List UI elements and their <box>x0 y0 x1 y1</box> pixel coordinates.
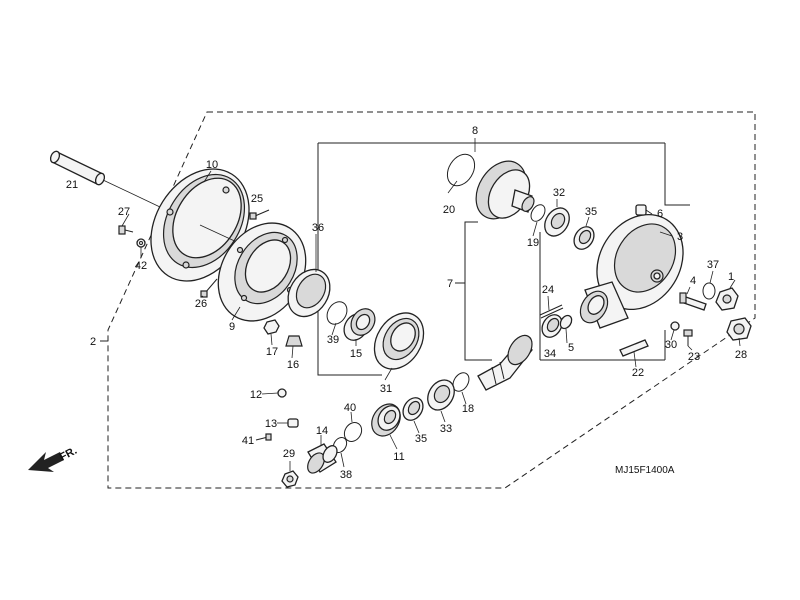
bracket-7 <box>464 221 492 361</box>
bracket-36 <box>317 143 382 376</box>
washer-37 <box>702 282 716 300</box>
callout-20: 20 <box>443 204 455 216</box>
bolt-13 <box>287 418 299 428</box>
callout-28: 28 <box>735 349 747 361</box>
callout-15: 15 <box>350 348 362 360</box>
callout-35-upper: 35 <box>585 206 597 218</box>
callout-41: 41 <box>242 435 254 447</box>
callout-33: 33 <box>440 423 452 435</box>
seal-36 <box>287 268 331 318</box>
spline-gear-11 <box>371 403 401 437</box>
circlip-8 <box>446 138 476 187</box>
callout-18: 18 <box>462 403 474 415</box>
callout-38: 38 <box>340 469 352 481</box>
callout-26: 26 <box>195 298 207 310</box>
key-22 <box>619 339 649 357</box>
leader-lines <box>121 170 741 471</box>
callout-3: 3 <box>677 231 683 243</box>
callout-35-lower: 35 <box>415 433 427 445</box>
cover-ring-10 <box>150 168 266 282</box>
callout-14: 14 <box>316 425 328 437</box>
collar-14 <box>307 443 338 474</box>
collar-15 <box>343 308 376 341</box>
callout-34: 34 <box>544 348 556 360</box>
callout-12: 12 <box>250 389 262 401</box>
callout-39: 39 <box>327 334 339 346</box>
gear-case-3 <box>579 213 684 329</box>
washer-42 <box>136 238 146 248</box>
callout-6: 6 <box>657 208 663 220</box>
nut-5 <box>559 314 573 330</box>
callout-4: 4 <box>690 275 696 287</box>
callout-37: 37 <box>707 259 719 271</box>
callout-27: 27 <box>118 206 130 218</box>
callout-17: 17 <box>266 346 278 358</box>
callout-31: 31 <box>380 383 392 395</box>
brake-panel-9 <box>217 222 307 322</box>
callout-25: 25 <box>251 193 263 205</box>
callout-10: 10 <box>206 159 218 171</box>
washer-30 <box>670 321 680 331</box>
nut-29 <box>281 470 299 488</box>
seal-35-lower <box>402 397 424 421</box>
callout-22: 22 <box>632 367 644 379</box>
bracket-3 <box>664 143 690 206</box>
callout-1: 1 <box>728 271 734 283</box>
seal-35-upper <box>573 226 595 250</box>
cap-6 <box>635 204 647 216</box>
callout-16: 16 <box>287 359 299 371</box>
callout-8: 8 <box>472 125 478 137</box>
callout-11: 11 <box>393 451 404 463</box>
front-direction-arrow: FR. <box>28 445 79 472</box>
o-ring-40 <box>343 422 363 442</box>
bearing-32 <box>544 207 570 237</box>
callout-40: 40 <box>344 402 356 414</box>
direction-label: FR. <box>58 445 79 464</box>
callout-42: 42 <box>135 260 147 272</box>
pin-21 <box>49 150 161 208</box>
pinion-gear-7 <box>477 334 533 391</box>
callout-2: 2 <box>90 336 96 348</box>
bolt-26 <box>200 278 218 298</box>
bearing-31 <box>373 312 425 370</box>
nut-1 <box>715 287 739 311</box>
o-ring-39 <box>326 301 348 325</box>
bearing-33 <box>427 379 455 411</box>
nut-17 <box>263 319 280 335</box>
callout-36: 36 <box>312 222 324 234</box>
plug-12 <box>277 388 287 398</box>
callout-30: 30 <box>665 339 677 351</box>
assembly-boundary <box>107 111 756 489</box>
callout-24: 24 <box>542 284 554 296</box>
stud-24 <box>539 304 564 319</box>
bolt-25 <box>249 209 270 220</box>
bolt-27 <box>118 225 134 235</box>
bolt-4 <box>679 292 707 311</box>
circlip-18 <box>452 372 470 392</box>
bolt-23 <box>683 329 693 346</box>
ring-19 <box>530 204 546 222</box>
callout-32: 32 <box>553 187 565 199</box>
ring-gear-20 <box>475 160 535 220</box>
callout-7: 7 <box>447 278 453 290</box>
callout-21: 21 <box>66 179 78 191</box>
bolt-41 <box>255 433 272 441</box>
bearing-34 <box>541 314 563 338</box>
callout-29: 29 <box>283 448 295 460</box>
spring-16 <box>285 335 303 347</box>
callout-13: 13 <box>265 418 277 430</box>
nut-28 <box>726 317 752 341</box>
callout-5: 5 <box>568 342 574 354</box>
callout-23: 23 <box>688 351 700 363</box>
diagram-code: MJ15F1400A <box>615 465 675 476</box>
callout-19: 19 <box>527 237 539 249</box>
callout-9: 9 <box>229 321 235 333</box>
